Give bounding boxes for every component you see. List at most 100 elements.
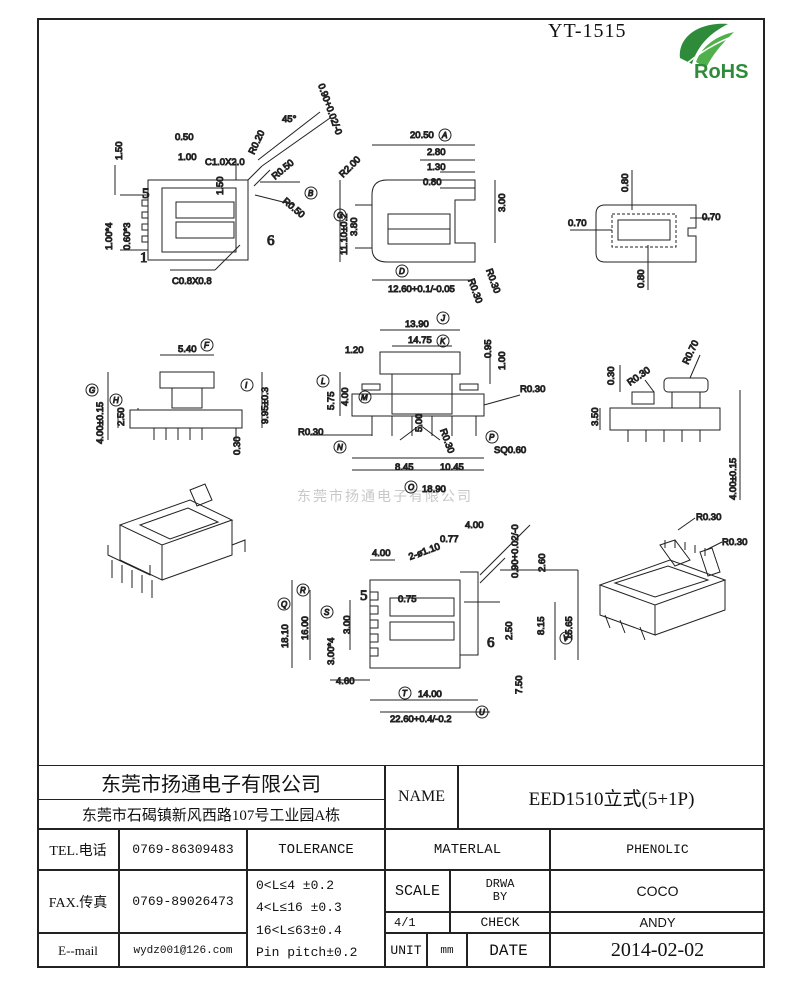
dim-mm-7: R0.30 [298, 427, 323, 438]
dim-mm-4: 1.00 [497, 352, 508, 371]
dim-tl-6: 45° [282, 114, 297, 125]
circle-C: C [337, 211, 343, 220]
dim-mm-3: 0.95 [483, 340, 494, 359]
scale-value: 4/1 [385, 912, 450, 933]
dim-bm-2: 2-ø1.10 [407, 541, 442, 563]
dim-tm-6: 11.10±0.2 [339, 214, 350, 256]
dim-tl-4: 1.50 [215, 177, 226, 196]
circle-A: A [441, 131, 447, 140]
tel-label: TEL.电话 [37, 829, 119, 870]
circle-O: O [408, 483, 414, 492]
dim-bm-6: 0.75 [398, 594, 417, 605]
dim-bm-12: 8.15 [536, 617, 547, 636]
dim-br-0: R0.30 [696, 512, 721, 523]
dim-bm-3: 4.00 [465, 520, 484, 531]
material-value: PHENOLIC [550, 829, 765, 870]
dim-ml-2: 2.50 [116, 408, 127, 427]
dim-tr-3: 0.80 [636, 270, 647, 289]
drawn-by-label: DRWA BY [450, 870, 550, 912]
name-label: NAME [385, 765, 458, 829]
dim-mm-6: 4.00 [340, 388, 351, 407]
tolerance-row-1: 0<L≤4 ±0.2 [256, 877, 335, 893]
date-label: DATE [467, 933, 550, 968]
circle-L: L [321, 377, 325, 386]
check-value: ANDY [550, 912, 765, 933]
dim-bm-9: 3.00 [342, 616, 353, 635]
dim-tl-0: 0.50 [175, 132, 194, 143]
circle-U: U [479, 708, 485, 717]
view-top-right: 0.80 0.70 0.70 0.80 [568, 170, 721, 290]
tolerance-label: TOLERANCE [247, 829, 385, 870]
pin-label-6-top: 6 [267, 233, 275, 249]
drawn-by-value: COCO [550, 870, 765, 912]
dim-mm-10: 5.00 [414, 414, 425, 433]
pin-label-5-bottom: 5 [360, 588, 368, 604]
dim-mm-9: R0.30 [437, 427, 456, 455]
circle-V: V [563, 634, 569, 643]
dim-bm-13: 15.65 [564, 616, 575, 640]
circle-G: G [89, 386, 95, 395]
dim-mm-14: SQ0.60 [494, 445, 526, 456]
dim-bm-8: 16.00 [300, 616, 311, 640]
dim-bm-4: 0.90+0.02/-0 [510, 524, 521, 578]
dim-tm-0: 20.50 [410, 130, 434, 141]
isometric-view-right: R0.30 R0.30 [598, 512, 748, 641]
circle-N: N [337, 443, 343, 452]
dim-tr-2: 0.70 [702, 212, 721, 223]
name-value: EED1510立式(5+1P) [458, 765, 765, 829]
dim-tr-1: 0.70 [568, 218, 587, 229]
material-label: MATERLAL [385, 829, 550, 870]
dim-bm-5: 2.60 [537, 554, 548, 573]
dim-bm-0: 4.00 [372, 548, 391, 559]
dim-tm-2: 1.30 [427, 162, 446, 173]
dim-tm-3: 0.80 [423, 177, 442, 188]
unit-label: UNIT [385, 933, 427, 968]
dim-mm-13: 18.90 [422, 484, 446, 495]
dim-ml-4: 0.30 [232, 437, 243, 456]
unit-value: mm [427, 933, 467, 968]
dim-mm-11: 8.45 [395, 462, 414, 473]
dim-bm-11: 2.50 [504, 622, 515, 641]
circle-Q: Q [281, 600, 287, 609]
dim-mm-1: 14.75 [408, 335, 432, 346]
dim-tl-7: 0.90+0.02/-0 [315, 82, 344, 136]
circle-B: B [308, 189, 314, 198]
dim-mm-12: 10.45 [440, 462, 464, 473]
fax-label: FAX.传真 [37, 870, 119, 933]
dim-tm-1: 2.80 [427, 147, 446, 158]
dim-bm-16: 7.50 [514, 676, 525, 695]
rohs-logo: RoHS [679, 23, 748, 83]
dim-bm-10: 3.00*4 [326, 638, 337, 665]
circle-D: D [399, 267, 405, 276]
fax-value: 0769-89026473 [119, 870, 247, 933]
dim-br-1: R0.30 [722, 537, 747, 548]
circle-H: H [113, 396, 119, 405]
watermark: 东莞市扬通电子有限公司 [297, 488, 473, 504]
view-top-middle: 20.50 2.80 1.30 0.80 R2.00 3.80 11.10±0.… [333, 128, 509, 305]
circle-J: J [440, 314, 446, 323]
company-address: 东莞市石碣镇新风西路107号工业园A栋 [37, 799, 385, 829]
tolerance-row-4: Pin pitch±0.2 [256, 945, 358, 961]
tel-value: 0769-86309483 [119, 829, 247, 870]
pin-label-1-top: 1 [140, 250, 148, 266]
pin-label-6-bottom: 6 [487, 635, 495, 651]
dim-bm-14: 4.60 [336, 676, 355, 687]
dim-bm-7: 18.10 [280, 624, 291, 648]
dim-tl-3: C1.0X2.0 [205, 157, 245, 168]
circle-T: T [402, 689, 408, 698]
dim-tm-8: 12.60+0.1/-0.05 [388, 284, 455, 295]
drawn-by-label-line2: BY [492, 890, 508, 904]
dim-tm-4: R2.00 [337, 154, 363, 180]
dim-tl-5: R0.20 [247, 129, 268, 157]
dim-bm-17: 22.60+0.4/-0.2 [390, 714, 452, 725]
dim-mm-2: 1.20 [345, 345, 364, 356]
dim-tl-1: 1.00 [178, 152, 197, 163]
drawn-by-label-line1: DRWA [485, 877, 515, 891]
circle-P: P [489, 433, 495, 442]
dim-mm-5: 5.75 [326, 392, 337, 411]
tolerance-row-2: 4<L≤16 ±0.3 [256, 900, 342, 916]
dim-tl-11: 0.60*3 [122, 223, 133, 250]
dim-mr-4: 4.00±0.15 [728, 458, 739, 500]
rohs-text: RoHS [694, 61, 748, 83]
